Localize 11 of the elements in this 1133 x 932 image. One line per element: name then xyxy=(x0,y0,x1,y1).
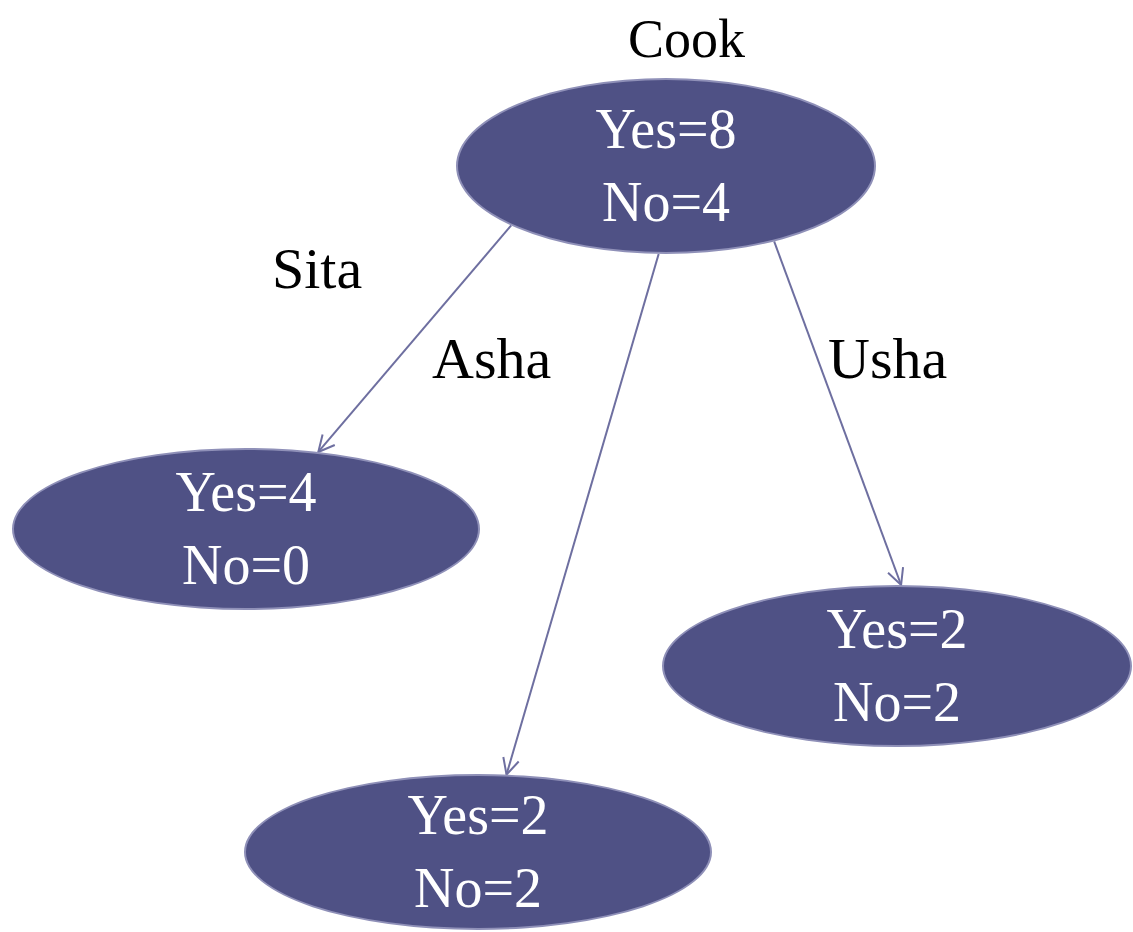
count-text: Yes=2 No=2 xyxy=(825,597,969,735)
arrow xyxy=(502,252,660,776)
node-heading: Cook xyxy=(628,12,746,66)
count-text: Yes=2 No=2 xyxy=(406,783,550,921)
edge-label: Sita xyxy=(272,240,363,298)
arrow xyxy=(317,224,513,453)
edge-label: Asha xyxy=(432,330,552,388)
count-text: Yes=8 No=4 xyxy=(594,97,738,235)
count-text: Yes=4 No=0 xyxy=(174,460,318,598)
edge-label: Usha xyxy=(828,330,948,388)
arrow xyxy=(773,240,905,586)
